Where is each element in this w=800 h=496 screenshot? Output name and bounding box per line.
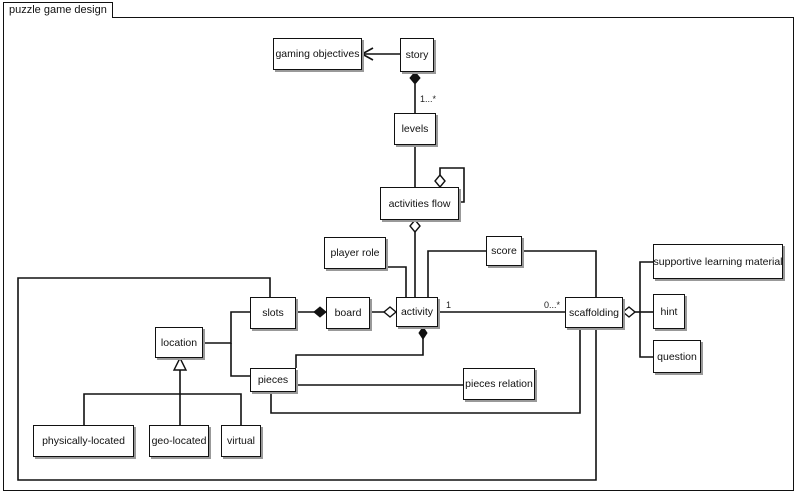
aggregation-diamond-scaffolding: [621, 306, 637, 318]
class-scaffolding[interactable]: scaffolding: [565, 297, 623, 328]
class-pieces[interactable]: pieces: [250, 368, 296, 392]
class-pieces-relation[interactable]: pieces relation: [463, 368, 535, 400]
edge-score-scaffolding: [522, 250, 597, 297]
class-story[interactable]: story: [400, 38, 434, 72]
arrowhead-gaming-objectives: [360, 47, 374, 61]
class-hint[interactable]: hint: [653, 294, 685, 329]
multiplicity-story-levels: 1...*: [420, 94, 437, 104]
generalization-triangle: [172, 356, 188, 371]
composition-diamond-board: [313, 306, 327, 318]
class-location[interactable]: location: [155, 327, 203, 358]
multiplicity-activity-end: 1: [446, 300, 452, 310]
edge-scaffolding-trunk: [639, 261, 653, 358]
edge-activities-flow-self: [439, 167, 465, 203]
multiplicity-scaffolding-end: 0...*: [544, 300, 561, 310]
class-question[interactable]: question: [653, 340, 701, 373]
edge-pieces-scaffolding: [270, 328, 581, 414]
class-virtual[interactable]: virtual: [221, 425, 261, 457]
class-physically-located[interactable]: physically-located: [33, 425, 134, 457]
class-gaming-objectives[interactable]: gaming objectives: [273, 38, 362, 70]
class-score[interactable]: score: [486, 236, 522, 266]
edge-virtual-location: [180, 393, 242, 425]
class-player-role[interactable]: player role: [324, 237, 386, 269]
composition-diamond-story: [409, 71, 421, 85]
class-levels[interactable]: levels: [394, 113, 436, 145]
composition-diamond-activity: [418, 326, 428, 340]
class-activities-flow[interactable]: activities flow: [380, 187, 459, 220]
edge-pieces-location: [230, 343, 250, 377]
aggregation-diamond-activities-flow: [409, 218, 421, 234]
edge-slots-scaffolding: [17, 277, 597, 481]
class-slots[interactable]: slots: [250, 297, 296, 329]
aggregation-diamond-activity: [382, 306, 398, 318]
class-board[interactable]: board: [326, 297, 370, 329]
edge-score-activity: [427, 250, 486, 297]
package-title: puzzle game design: [3, 2, 113, 18]
aggregation-diamond-activities-flow-self: [434, 173, 446, 189]
package-frame: [3, 17, 794, 491]
edge-slots-location: [203, 311, 250, 344]
class-supportive-learning-material[interactable]: supportive learning material: [653, 244, 783, 279]
class-activity[interactable]: activity: [396, 297, 438, 327]
edge-activity-pieces: [295, 333, 424, 368]
edge-player-role-activity: [350, 266, 407, 297]
edge-physically-located-location: [83, 393, 180, 425]
class-geo-located[interactable]: geo-located: [149, 425, 209, 457]
